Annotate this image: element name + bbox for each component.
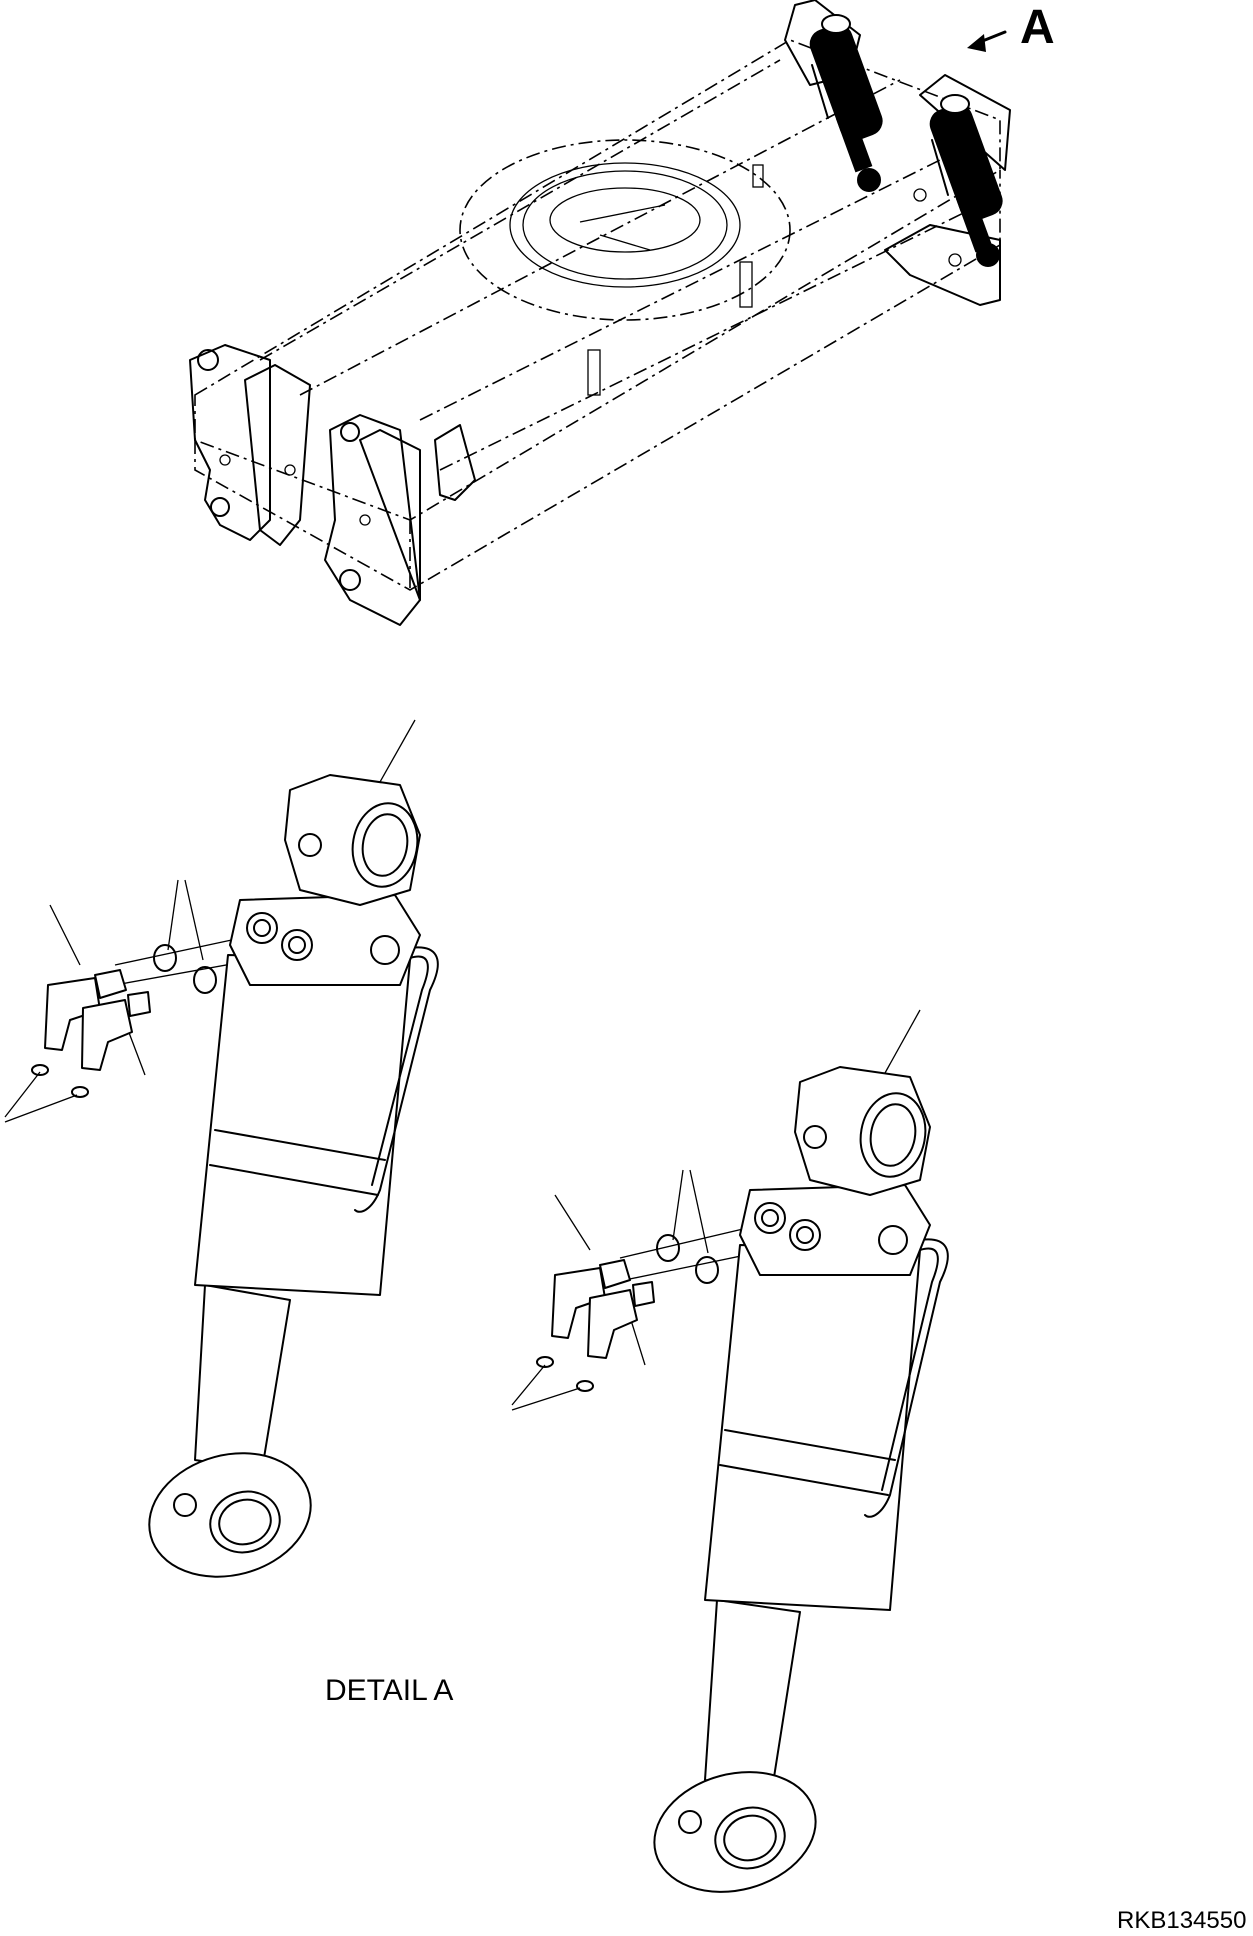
cylinder-assembly-left — [4, 719, 439, 1578]
suspension-cylinder-right-silhouette — [929, 94, 1003, 267]
frame-overview — [189, 0, 1011, 626]
view-label-a: A — [1020, 1, 1055, 54]
reference-code: RKB134550 — [1117, 1907, 1247, 1934]
cylinder-assembly-right — [511, 1009, 949, 1893]
detail-label: DETAIL A — [325, 1674, 454, 1707]
view-direction-arrow-icon — [967, 30, 1007, 52]
suspension-cylinder-left-silhouette — [809, 14, 883, 192]
